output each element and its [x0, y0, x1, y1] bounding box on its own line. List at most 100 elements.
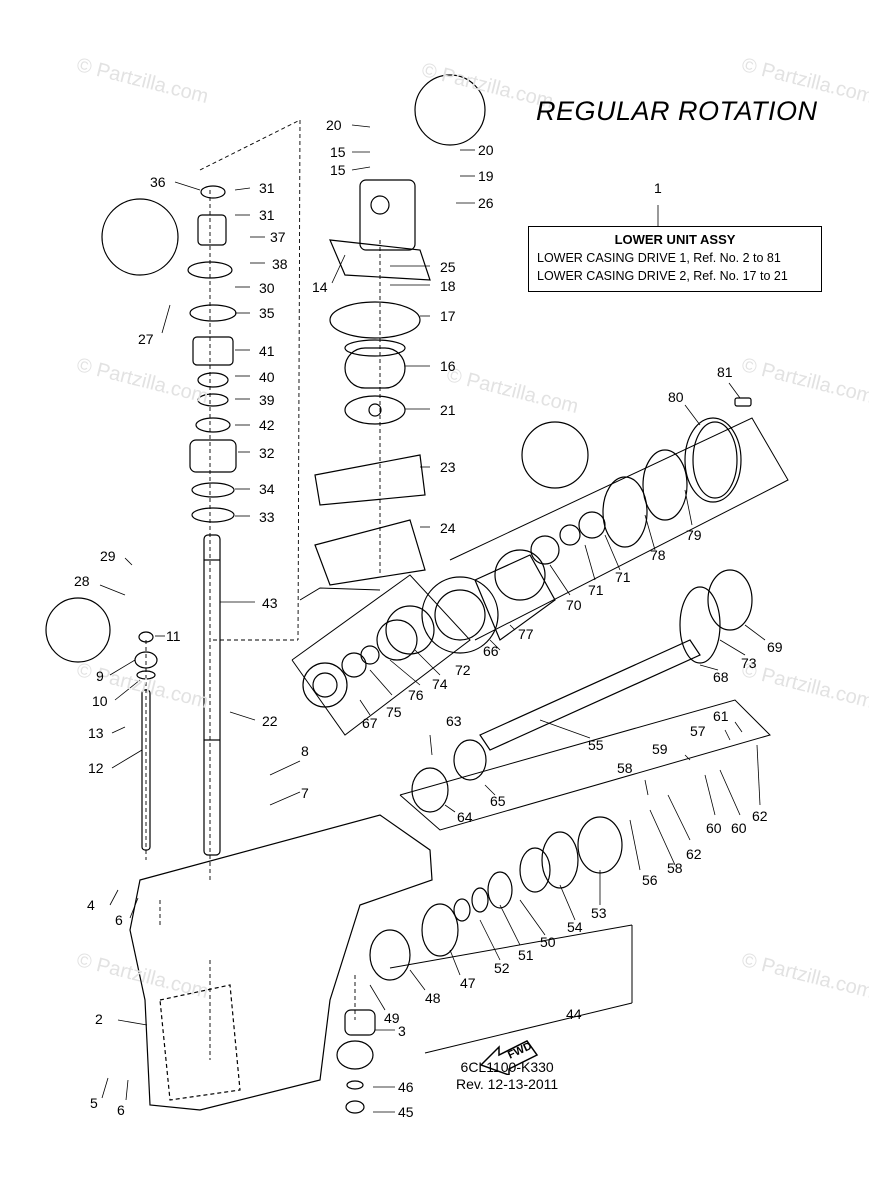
callout: 78: [650, 547, 666, 563]
outer-plate: [314, 454, 426, 506]
callout: 12: [88, 760, 104, 776]
callout: 58: [667, 860, 683, 876]
callout: 32: [259, 445, 275, 461]
callout: 63: [446, 713, 462, 729]
callout: 11: [166, 628, 181, 644]
callout: 42: [259, 417, 275, 433]
gasket-shape: [329, 301, 421, 339]
callout: 77: [518, 626, 534, 642]
callout: 56: [642, 872, 658, 888]
callout: 53: [591, 905, 607, 921]
callout: 64: [457, 809, 473, 825]
callout: 28: [74, 573, 90, 589]
callout: 52: [494, 960, 510, 976]
assembly-lines: [145, 119, 381, 1060]
callout: 31: [259, 180, 275, 196]
insert-cartridge: [344, 347, 406, 389]
callout: 66: [483, 643, 499, 659]
assembly-heading: LOWER UNIT ASSY: [614, 232, 736, 247]
callout: 1: [654, 180, 662, 196]
callout: 41: [259, 343, 275, 359]
callout: 81: [717, 364, 733, 380]
callout: 45: [398, 1104, 414, 1120]
callout: 74: [432, 676, 448, 692]
callout: 20: [478, 142, 494, 158]
callout: 6: [115, 912, 123, 928]
callout: 8: [301, 743, 309, 759]
callout: 44: [566, 1006, 582, 1022]
callout: 21: [440, 402, 456, 418]
callout: 43: [262, 595, 278, 611]
callout: 68: [713, 669, 729, 685]
callout: 58: [617, 760, 633, 776]
plate-gasket: [314, 519, 426, 586]
drive-shaft: [203, 534, 221, 856]
diagram-reference: 6CL1100-K330 Rev. 12-13-2011: [456, 1059, 558, 1093]
callout: 54: [567, 919, 583, 935]
shaft-seals: [187, 185, 237, 523]
callout: 71: [588, 582, 604, 598]
propeller-shaft-housing: [421, 549, 556, 654]
callout: 31: [259, 207, 275, 223]
callout: 61: [713, 708, 729, 724]
retainer-ring: [684, 417, 742, 503]
callout: 24: [440, 520, 456, 536]
assembly-line-2: LOWER CASING DRIVE 2, Ref. No. 17 to 21: [537, 269, 788, 283]
callout: 14: [312, 279, 328, 295]
leader-lines: [99, 124, 766, 1113]
callout: 16: [440, 358, 456, 374]
callout: 29: [100, 548, 116, 564]
diagram-title: REGULAR ROTATION: [536, 96, 818, 126]
callout: 20: [326, 117, 342, 133]
callout: 19: [478, 168, 494, 184]
callout: 67: [362, 715, 378, 731]
propeller-shaft: [479, 639, 701, 751]
callout: 23: [440, 459, 456, 475]
callout: 60: [706, 820, 722, 836]
callout: 72: [455, 662, 471, 678]
callout: 13: [88, 725, 104, 741]
callout: 7: [301, 785, 309, 801]
callout: 49: [384, 1010, 400, 1026]
callout: 57: [690, 723, 706, 739]
bracket-lines: [291, 417, 789, 1054]
callout: 62: [752, 808, 768, 824]
callout: 2: [95, 1011, 103, 1027]
callout: 34: [259, 481, 275, 497]
lower-casing: [129, 814, 433, 1111]
callout: 15: [330, 162, 346, 178]
clutch-gears: [336, 739, 623, 1114]
callout: 33: [259, 509, 275, 525]
callout: 48: [425, 990, 441, 1006]
callout: 70: [566, 597, 582, 613]
callout: 69: [767, 639, 783, 655]
assembly-line-1: LOWER CASING DRIVE 1, Ref. No. 2 to 81: [537, 251, 781, 265]
bearings: [302, 421, 753, 708]
callout: 22: [262, 713, 278, 729]
callout: 50: [540, 934, 556, 950]
forward-arrow-icon: FWD: [479, 1040, 539, 1075]
callout: 51: [518, 947, 534, 963]
callout: 5: [90, 1095, 98, 1111]
callout: 25: [440, 259, 456, 275]
diagram-code: 6CL1100-K330: [460, 1059, 554, 1075]
callout: 18: [440, 278, 456, 294]
callout: 73: [741, 655, 757, 671]
callout: 80: [668, 389, 684, 405]
callout: 38: [272, 256, 288, 272]
shift-rod: [134, 631, 158, 851]
callout: 60: [731, 820, 747, 836]
callout: 71: [615, 569, 631, 585]
callout: 4: [87, 897, 95, 913]
callout: 39: [259, 392, 275, 408]
callout: 6: [117, 1102, 125, 1118]
callout: 27: [138, 331, 154, 347]
callout: 15: [330, 144, 346, 160]
diagram-revision: Rev. 12-13-2011: [456, 1076, 559, 1092]
callout: 37: [270, 229, 286, 245]
bolt: [734, 397, 752, 407]
callout: 59: [652, 741, 668, 757]
detail-circles: [45, 74, 589, 663]
